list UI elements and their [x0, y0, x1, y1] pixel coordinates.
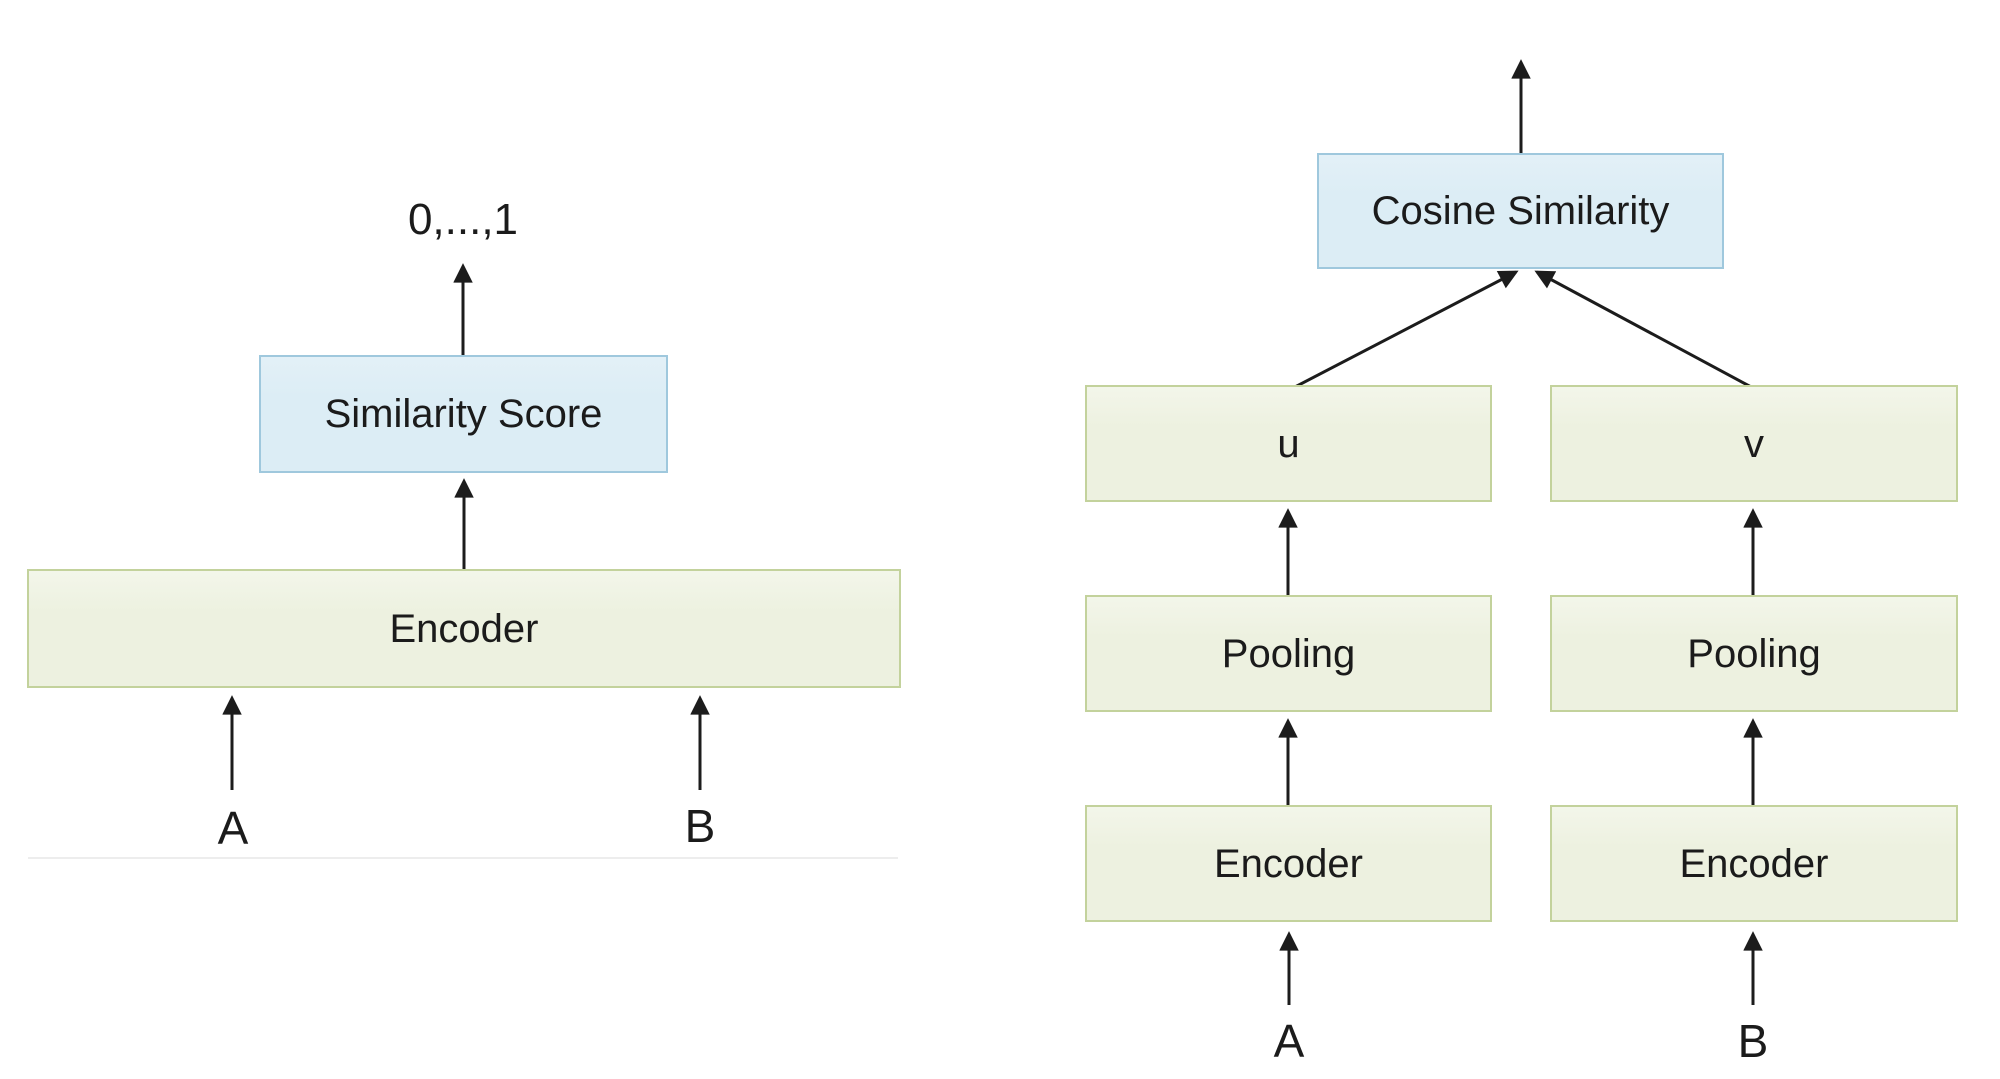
similarity-score-label: Similarity Score: [324, 392, 603, 436]
encoder-box-right-diagram-right: Encoder: [1550, 805, 1958, 922]
input-b-text-left: B: [684, 800, 716, 852]
input-a-label-left: A: [183, 805, 283, 851]
input-a-text-left: A: [217, 802, 249, 854]
output-range-text: 0,...,1: [407, 195, 519, 244]
input-b-label-right: B: [1703, 1018, 1803, 1064]
input-a-text-right: A: [1273, 1015, 1305, 1067]
pooling-label-right: Pooling: [1687, 631, 1821, 676]
encoder-box-right-diagram-left: Encoder: [1085, 805, 1492, 922]
output-range-label: 0,...,1: [313, 198, 613, 242]
u-embedding-box: u: [1085, 385, 1492, 502]
u-embedding-label: u: [1277, 421, 1300, 466]
input-b-text-right: B: [1737, 1015, 1769, 1067]
similarity-score-box: Similarity Score: [259, 355, 668, 473]
input-a-label-right: A: [1239, 1018, 1339, 1064]
cosine-similarity-box: Cosine Similarity: [1317, 153, 1724, 269]
pooling-label-left: Pooling: [1221, 631, 1356, 676]
encoder-label-right-diagram-left: Encoder: [1214, 841, 1363, 886]
encoder-box-left-diagram: Encoder: [27, 569, 901, 688]
pooling-box-left: Pooling: [1085, 595, 1492, 712]
v-embedding-box: v: [1550, 385, 1958, 502]
arrow-v-to-cosine: [1534, 270, 1754, 390]
v-embedding-label: v: [1744, 421, 1764, 466]
encoder-label-left-diagram: Encoder: [389, 606, 539, 651]
input-b-label-left: B: [650, 803, 750, 849]
encoder-label-right-diagram-right: Encoder: [1679, 841, 1829, 886]
arrow-u-to-cosine: [1292, 270, 1519, 390]
pooling-box-right: Pooling: [1550, 595, 1958, 712]
cosine-similarity-label: Cosine Similarity: [1371, 189, 1670, 233]
